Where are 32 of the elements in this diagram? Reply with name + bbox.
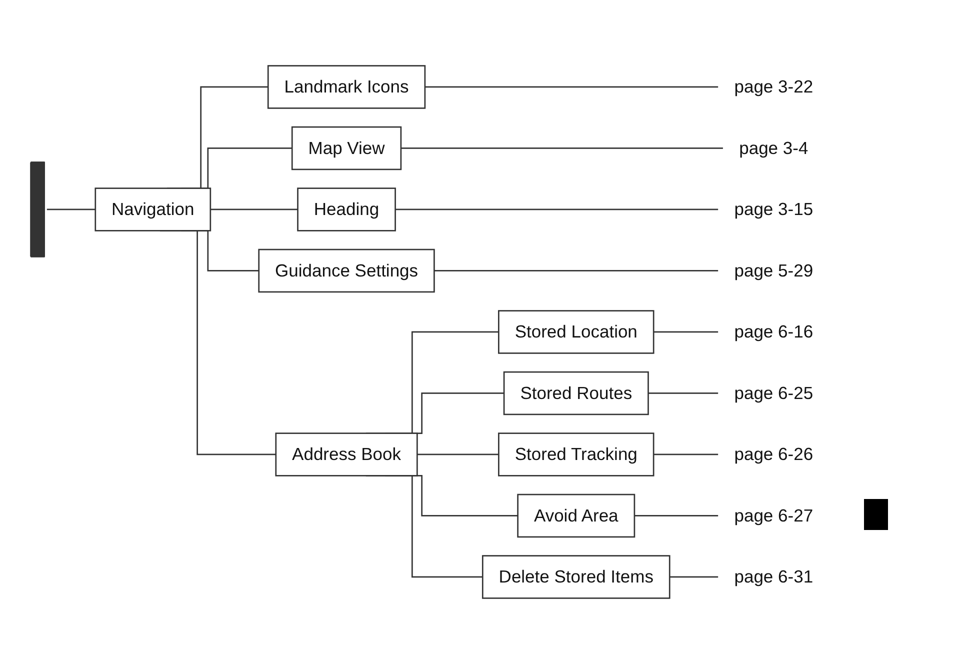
connector: [670, 576, 718, 578]
node-text: page 6-27: [734, 505, 814, 526]
node-box: Navigation: [94, 188, 212, 232]
node-text: page 6-16: [734, 322, 814, 342]
node-box: Address Book: [275, 432, 418, 476]
node-text: page 3-22: [734, 76, 814, 97]
connector: [424, 86, 718, 88]
connector: [417, 454, 499, 456]
connector: [46, 208, 96, 210]
node-box: Avoid Area: [517, 494, 636, 538]
node-box: Stored Routes: [503, 371, 649, 416]
node-box: Landmark Icons: [267, 65, 426, 109]
connector: [400, 148, 723, 149]
node-text: page 6-26: [734, 444, 814, 464]
node-text: page 6-31: [734, 566, 814, 587]
node-box: Guidance Settings: [258, 248, 435, 293]
connector: [654, 454, 718, 456]
node-box: Stored Tracking: [498, 432, 654, 476]
connector: [434, 270, 718, 272]
node-text: page 3-4: [739, 138, 808, 158]
connector: [395, 208, 718, 210]
connector: [634, 515, 718, 516]
node-text: page 5-29: [734, 260, 814, 280]
node-box: Heading: [297, 188, 396, 232]
connector: [648, 392, 718, 394]
node-box: Stored Location: [498, 310, 654, 354]
connector: [654, 331, 718, 333]
connector: [210, 208, 298, 210]
node-box: Delete Stored Items: [482, 555, 670, 599]
node-box: Map View: [291, 126, 402, 170]
node-text: page 3-15: [734, 199, 814, 220]
node-text: page 6-25: [734, 382, 814, 404]
